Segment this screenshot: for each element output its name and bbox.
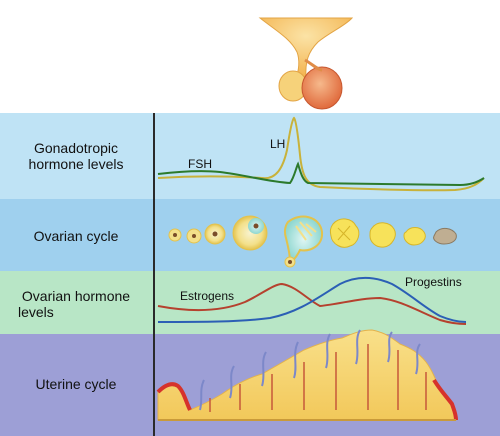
gonadotropic-label-line2: hormone levels <box>28 156 124 172</box>
corpus-albicans-icon <box>433 227 457 245</box>
fsh-label: FSH <box>188 157 212 171</box>
endometrium-icon <box>156 329 458 421</box>
vertical-axis <box>153 113 155 436</box>
ovarian-hormone-band <box>0 271 500 334</box>
gonadotropic-label: Gonadotropic hormone levels <box>6 140 146 172</box>
ovulating-follicle-icon <box>283 215 324 268</box>
ovarian-cycle-label-line1: Ovarian cycle <box>33 228 119 244</box>
ovarian-hormone-label-line1: Ovarian hormone <box>21 288 131 304</box>
follicle-icon <box>186 228 202 244</box>
top-area <box>0 0 500 113</box>
corpus-luteum-icon <box>369 222 396 248</box>
lh-curve <box>157 116 485 192</box>
follicle-icon <box>168 228 182 242</box>
uterine-cycle-label: Uterine cycle <box>6 376 146 392</box>
follicle-icon <box>232 215 268 251</box>
estrogens-label: Estrogens <box>180 289 234 303</box>
lh-label: LH <box>270 137 285 151</box>
follicle-icon <box>204 223 226 245</box>
progestins-curve <box>157 277 467 323</box>
progestins-label: Progestins <box>405 275 462 289</box>
estrogens-curve <box>157 282 467 325</box>
gonadotropic-chart: LH FSH <box>157 116 485 192</box>
fsh-curve <box>157 161 485 187</box>
gonadotropic-label-line1: Gonadotropic <box>33 140 119 156</box>
ovarian-follicles <box>168 215 457 268</box>
corpus-luteum-icon <box>329 218 360 248</box>
uterine-cycle-label-line1: Uterine cycle <box>35 376 117 392</box>
pituitary-gland-icon <box>258 17 354 110</box>
corpus-luteum-icon <box>403 227 426 246</box>
ovarian-hormone-label-line2: levels <box>18 304 54 320</box>
ovarian-hormone-label: Ovarian hormone levels <box>6 288 146 320</box>
ovarian-hormone-chart: Estrogens Progestins <box>157 275 467 325</box>
ovarian-cycle-label: Ovarian cycle <box>6 228 146 244</box>
